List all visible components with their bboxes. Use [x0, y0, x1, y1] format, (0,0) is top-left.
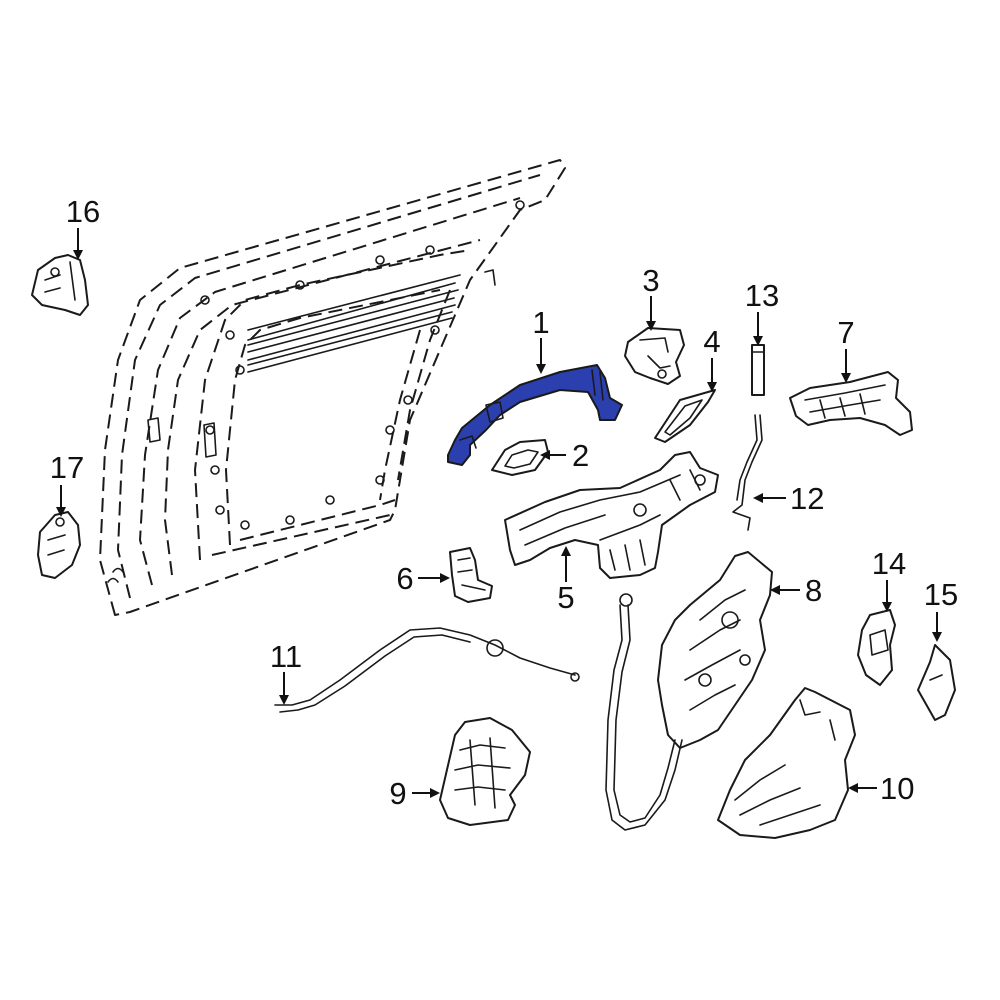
- rod-part-12: [732, 414, 763, 531]
- callout-7: 7: [837, 315, 854, 350]
- callout-14: 14: [872, 546, 906, 581]
- callout-9: 9: [389, 776, 406, 811]
- latch-housing-part-10: [717, 687, 856, 839]
- callout-11: 11: [270, 639, 302, 674]
- callout-16: 16: [66, 194, 100, 229]
- callout-4: 4: [703, 324, 720, 359]
- callout-15: 15: [924, 577, 958, 612]
- callout-5: 5: [557, 580, 574, 615]
- callout-labels: 1 2 3 4 5 6 7 8 9 10 11 12 13 14 15 16 1…: [50, 194, 958, 811]
- bracket-part-6: [449, 547, 493, 603]
- cover-part-9: [439, 717, 531, 826]
- callout-2: 2: [572, 438, 589, 473]
- callout-3: 3: [642, 263, 659, 298]
- shim-part-15: [917, 644, 956, 721]
- gasket-part-4: [654, 389, 716, 443]
- inner-cable-part-11: [274, 627, 580, 713]
- door-frame-outline: [99, 159, 566, 616]
- callout-17: 17: [50, 450, 84, 485]
- escutcheon-part-2: [491, 439, 549, 476]
- handle-cap-part-3: [624, 327, 685, 385]
- callout-12: 12: [790, 481, 824, 516]
- callout-1: 1: [532, 305, 549, 340]
- callout-13: 13: [745, 278, 779, 313]
- callout-6: 6: [396, 561, 413, 596]
- callout-arrows: [56, 228, 942, 798]
- hinge-upper-part-16: [31, 254, 89, 316]
- pin-part-13: [751, 344, 765, 396]
- outer-handle-part-1: [447, 364, 623, 466]
- callout-8: 8: [805, 573, 822, 608]
- latch-part-8: [657, 551, 773, 749]
- latch-cable: [605, 593, 683, 831]
- reinforcement-part-7: [789, 371, 913, 436]
- striker-plate-part-14: [857, 609, 896, 686]
- callout-10: 10: [880, 771, 914, 806]
- hinge-lower-part-17: [37, 511, 81, 579]
- handle-carrier-part-5: [504, 451, 719, 579]
